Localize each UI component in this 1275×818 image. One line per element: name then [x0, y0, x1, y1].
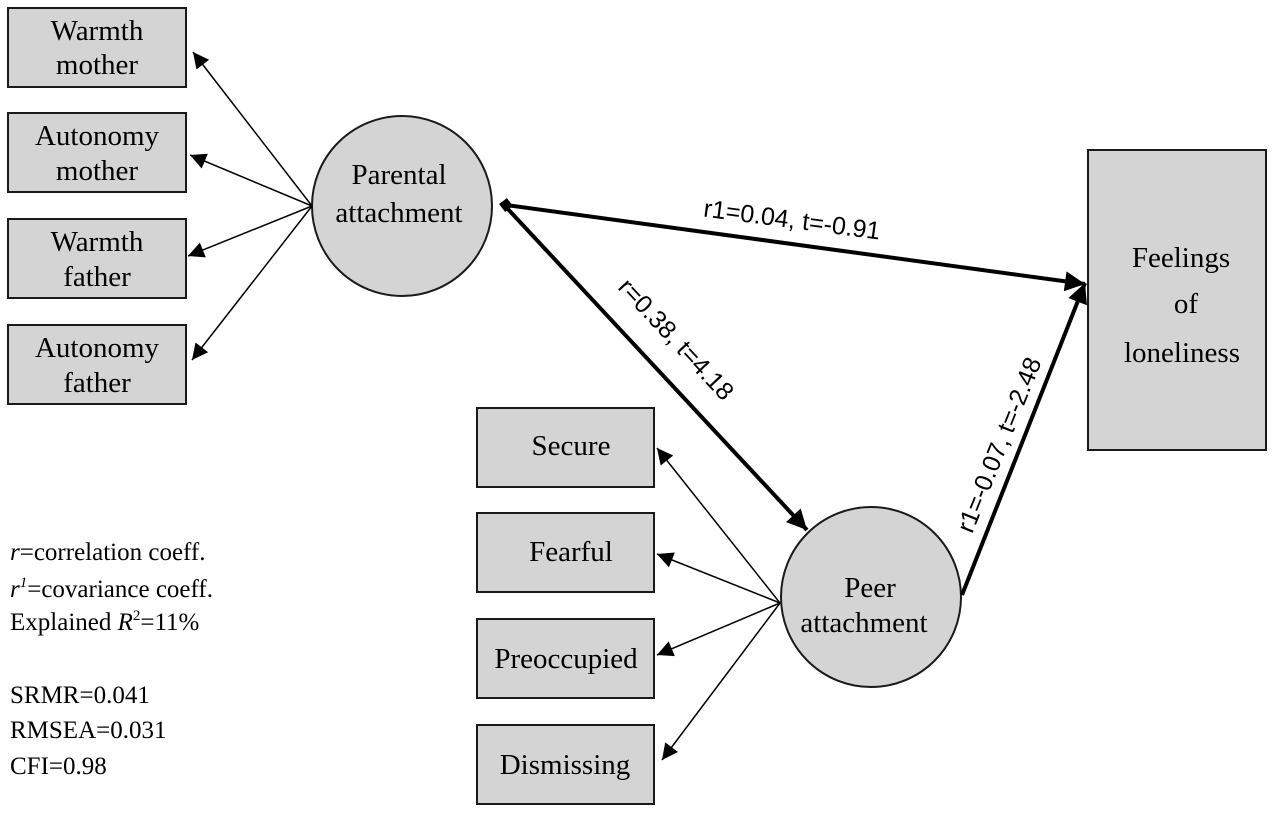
preoccupied-label: Preoccupied — [494, 643, 638, 675]
loading-arrow-autonomy-father — [191, 205, 313, 361]
autonomy-father-label-2: father — [63, 367, 131, 399]
dismissing-box — [476, 724, 655, 805]
legend-correlation: r=correlation coeff. — [10, 539, 206, 566]
legend-covariance: r1=covariance coeff. — [10, 575, 213, 603]
warmth-father-box — [7, 218, 187, 299]
parental-attachment-label-1: Parental — [351, 159, 446, 191]
autonomy-mother-box — [7, 112, 187, 193]
loading-arrow-warmth-mother — [192, 51, 313, 207]
secure-label: Secure — [532, 430, 611, 462]
loneliness-box — [1087, 149, 1267, 451]
fit-rmsea: RMSEA=0.031 — [10, 717, 166, 744]
fearful-box — [476, 512, 655, 593]
autonomy-father-box — [7, 324, 187, 405]
warmth-mother-label-2: mother — [56, 49, 138, 81]
warmth-mother-box — [7, 7, 187, 88]
path-parental-to-peer — [504, 205, 809, 532]
loneliness-label-3: loneliness — [1124, 337, 1240, 369]
fit-srmr: SRMR=0.041 — [10, 682, 150, 709]
autonomy-father-label-1: Autonomy — [35, 332, 160, 364]
warmth-mother-label-1: Warmth — [51, 15, 144, 47]
loading-arrow-secure — [656, 447, 781, 604]
preoccupied-box — [476, 618, 655, 699]
autonomy-mother-label-1: Autonomy — [35, 120, 160, 152]
loading-arrow-warmth-father — [187, 205, 313, 258]
fit-cfi: CFI=0.98 — [10, 753, 107, 780]
peer-attachment-node — [780, 506, 962, 688]
warmth-father-label-1: Warmth — [51, 226, 144, 258]
path-parental-to-loneliness — [499, 198, 1086, 292]
loading-arrow-preoccupied — [656, 602, 781, 657]
loading-arrow-fearful — [656, 552, 781, 604]
legend-explained-variance: Explained R2=11% — [10, 608, 199, 636]
loading-arrow-dismissing — [661, 602, 781, 761]
autonomy-mother-label-2: mother — [56, 155, 138, 187]
dismissing-label: Dismissing — [500, 749, 631, 781]
parental-attachment-label-2: attachment — [335, 197, 462, 229]
path-peer-to-loneliness — [960, 282, 1087, 596]
loneliness-label-1: Feelings — [1132, 242, 1230, 274]
edge-label-peer-loneliness: r1=-0.07, t=-2.48 — [952, 353, 1048, 536]
peer-attachment-label-1: Peer — [844, 572, 896, 604]
edge-label-parental-loneliness: r1=0.04, t=-0.91 — [702, 195, 882, 246]
loading-arrow-autonomy-mother — [189, 153, 313, 207]
fearful-label: Fearful — [529, 536, 613, 568]
secure-box — [476, 407, 655, 488]
warmth-father-label-2: father — [63, 261, 131, 293]
loneliness-label-2: of — [1174, 288, 1199, 320]
peer-attachment-label-2: attachment — [800, 607, 927, 639]
